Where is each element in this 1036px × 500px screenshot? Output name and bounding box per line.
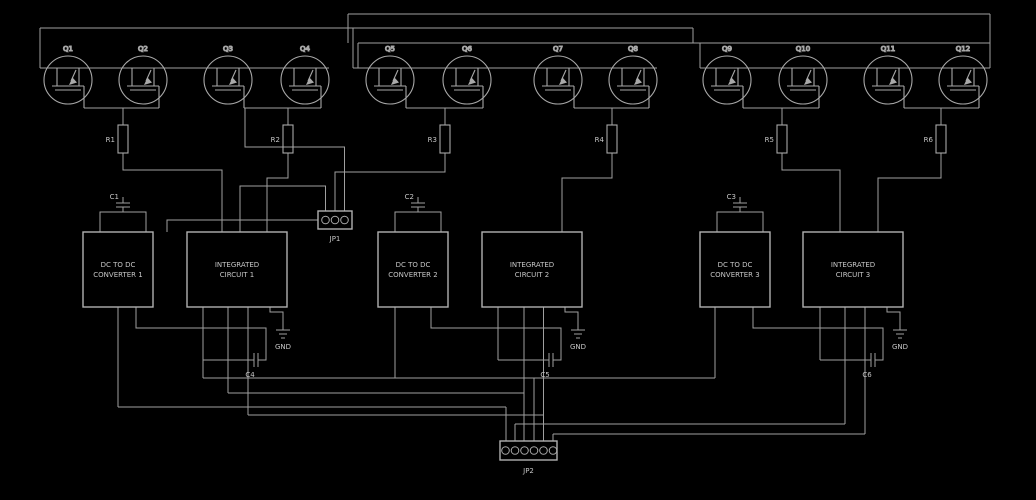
ic-2-box: INTEGRATED CIRCUIT 2 <box>481 231 583 308</box>
jp2-pin <box>548 446 558 455</box>
capacitor-label-c2: C2 <box>405 193 414 201</box>
ic-label-line2: CIRCUIT 2 <box>515 271 550 279</box>
jp2-pin <box>539 446 548 455</box>
ic-3-box: INTEGRATED CIRCUIT 3 <box>802 231 904 308</box>
resistor-r3: R3 <box>428 124 451 154</box>
resistor-r6: R6 <box>924 124 947 154</box>
transistor-q3: Q3 <box>203 44 253 109</box>
resistor-r4: R4 <box>595 124 618 154</box>
converter-input-wires <box>99 197 764 232</box>
transistor-label: Q7 <box>553 45 563 53</box>
converter-2-box: DC TO DC CONVERTER 2 <box>377 231 449 308</box>
converter-label-line2: CONVERTER 1 <box>93 271 142 279</box>
resistor-output-wires <box>122 153 942 232</box>
bottom-bus-wires <box>118 377 865 441</box>
ic-label-line2: CIRCUIT 3 <box>836 271 871 279</box>
transistor-label: Q12 <box>956 45 970 53</box>
resistor-r2: R2 <box>271 124 294 154</box>
transistor-q5: Q5 <box>365 44 415 109</box>
resistor-label: R6 <box>924 136 934 144</box>
transistor-q8: Q8 <box>608 44 658 109</box>
transistor-q7: Q7 <box>533 44 583 109</box>
connector-label-jp1: JP1 <box>329 235 341 243</box>
resistor-r1: R1 <box>106 124 129 154</box>
ic-label-line1: INTEGRATED <box>831 261 875 269</box>
jp2-pin <box>501 446 510 455</box>
resistor-label: R2 <box>271 136 280 144</box>
connector-jp2: JP2 <box>499 440 558 475</box>
ground-label: GND <box>892 343 908 351</box>
ground-symbol-2: GND <box>570 329 586 351</box>
transistor-label: Q1 <box>63 45 73 53</box>
converter-label-line2: CONVERTER 2 <box>388 271 437 279</box>
resistor-label: R3 <box>428 136 437 144</box>
converter-label-line1: DC TO DC <box>718 261 753 269</box>
transistor-q11: Q11 <box>863 44 913 109</box>
transistor-q4: Q4 <box>280 44 330 109</box>
converter-label-line1: DC TO DC <box>101 261 136 269</box>
transistor-q2: Q2 <box>118 44 168 109</box>
ic-label-line1: INTEGRATED <box>510 261 554 269</box>
top-bus-wires <box>39 13 991 69</box>
connector-jp1: JP1 <box>317 210 353 243</box>
converter-label-line1: DC TO DC <box>396 261 431 269</box>
section-bottom-wires <box>117 307 901 441</box>
ic-label-line2: CIRCUIT 1 <box>220 271 255 279</box>
converter-label-line2: CONVERTER 3 <box>710 271 759 279</box>
transistor-q9: Q9 <box>702 44 752 109</box>
ic-label-line1: INTEGRATED <box>215 261 259 269</box>
jp1-pin <box>340 215 349 225</box>
ground-symbol-3: GND <box>892 329 908 351</box>
resistor-label: R1 <box>106 136 115 144</box>
capacitor-label-c3: C3 <box>727 193 736 201</box>
capacitor-label-c6: C6 <box>862 371 872 379</box>
transistor-q1: Q1 <box>43 44 93 109</box>
transistor-q10: Q10 <box>778 44 828 109</box>
ground-symbol-1: GND <box>275 329 291 351</box>
transistor-label: Q8 <box>628 45 638 53</box>
transistor-q6: Q6 <box>442 44 492 109</box>
jp1-wires <box>166 108 345 232</box>
ground-label: GND <box>275 343 291 351</box>
transistor-label: Q4 <box>300 45 311 53</box>
resistor-r5: R5 <box>765 124 788 154</box>
ic-1-box: INTEGRATED CIRCUIT 1 <box>186 231 288 308</box>
transistor-label: Q5 <box>385 45 395 53</box>
transistor-pair-wires <box>84 107 979 125</box>
resistor-label: R5 <box>765 136 774 144</box>
jp1-pin <box>330 215 340 225</box>
transistor-label: Q9 <box>722 45 732 53</box>
capacitor-label-c4: C4 <box>245 371 255 379</box>
transistor-label: Q3 <box>223 45 233 53</box>
capacitor-label-c1: C1 <box>110 193 119 201</box>
transistor-label: Q11 <box>881 45 895 53</box>
jp2-pin <box>510 446 520 455</box>
resistor-label: R4 <box>595 136 605 144</box>
capacitor-label-c5: C5 <box>540 371 549 379</box>
converter-3-box: DC TO DC CONVERTER 3 <box>699 231 771 308</box>
converter-1-box: DC TO DC CONVERTER 1 <box>82 231 154 308</box>
jp1-pin <box>321 215 330 225</box>
jp2-pin <box>529 446 539 455</box>
transistor-label: Q10 <box>796 45 810 53</box>
transistor-label: Q2 <box>138 45 148 53</box>
transistor-label: Q6 <box>462 45 473 53</box>
ground-label: GND <box>570 343 586 351</box>
connector-label-jp2: JP2 <box>522 467 534 475</box>
transistor-q12: Q12 <box>938 44 988 109</box>
jp2-pin <box>520 446 529 455</box>
